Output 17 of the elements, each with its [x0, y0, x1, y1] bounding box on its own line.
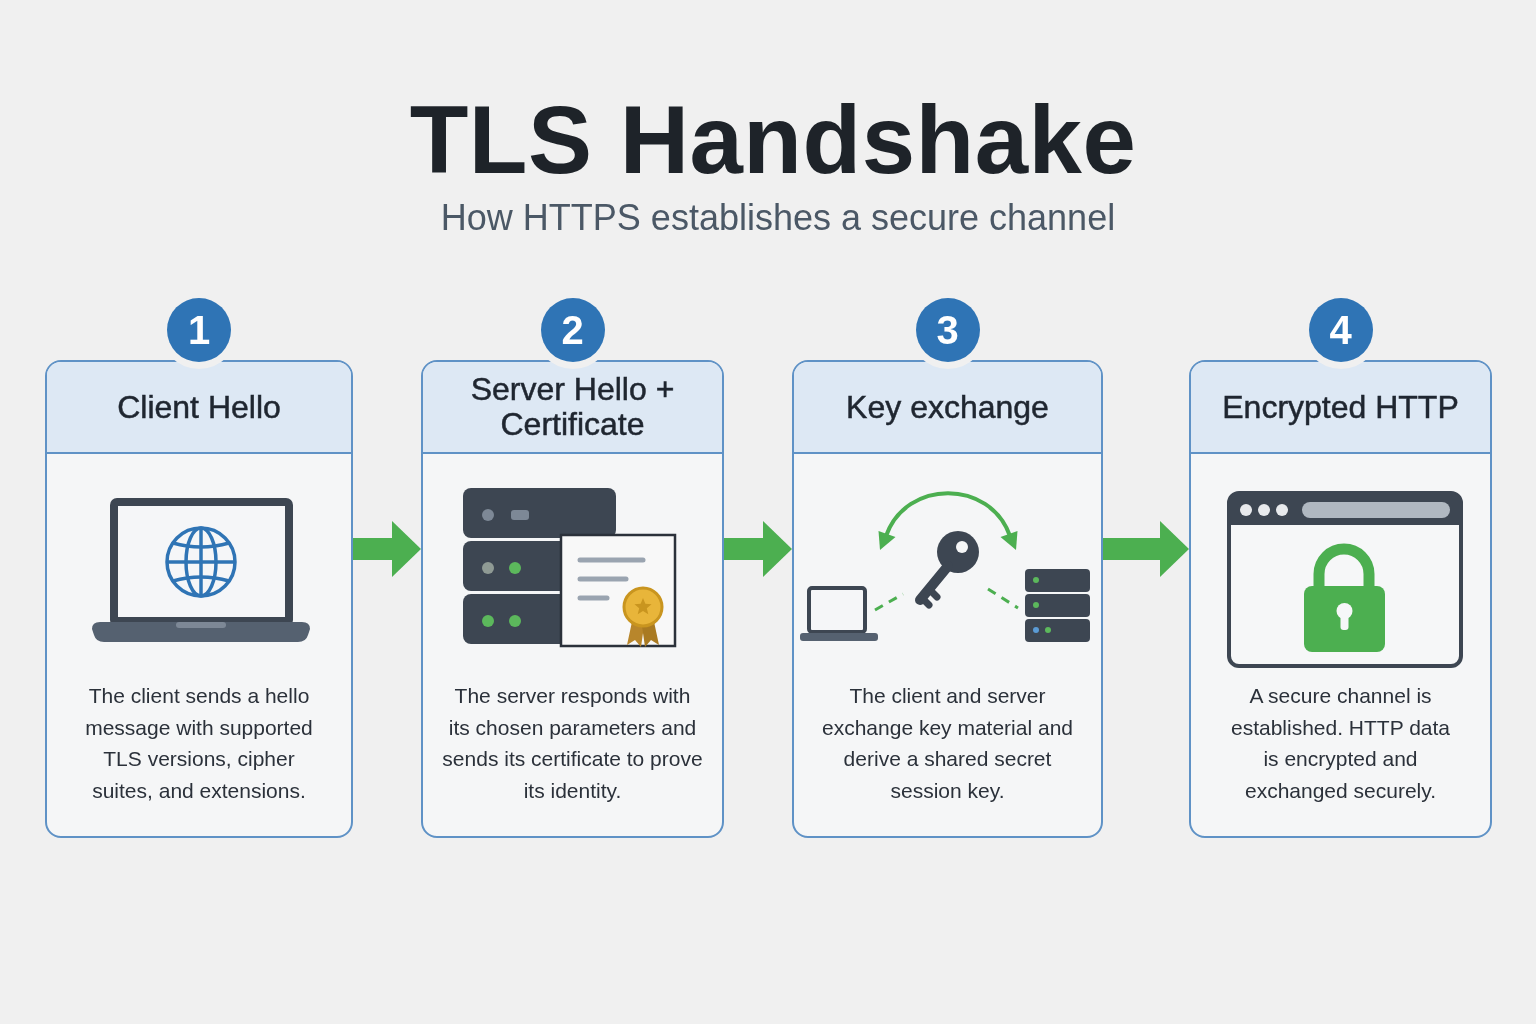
arrow — [724, 521, 792, 577]
step-card — [1189, 360, 1492, 838]
arrow — [353, 521, 421, 577]
step-card — [792, 360, 1103, 838]
step-description: A secure channel is established. HTTP data is encrypted and exchanged securely. — [1229, 683, 1452, 804]
step-card — [45, 360, 353, 838]
step-description: The server responds with its chosen parameters and sends its certificate to prove its identity. — [441, 683, 704, 804]
step-description: The client sends a hello message with supported TLS versions, cipher suites, and extensions. — [84, 683, 314, 804]
step-description: The client and server exchange key material and derive a shared secret session key. — [821, 683, 1074, 804]
step-title: Client Hello — [117, 389, 281, 425]
step-title: Key exchange — [846, 389, 1049, 425]
step-card — [421, 360, 724, 838]
step-title: Encrypted HTTP — [1222, 389, 1459, 425]
step-title: Server Hello + Certificate — [469, 372, 676, 442]
arrow — [1103, 521, 1189, 577]
subtitle: How HTTPS establishes a secure channel — [440, 196, 1116, 240]
title: TLS Handshake — [409, 85, 1137, 195]
